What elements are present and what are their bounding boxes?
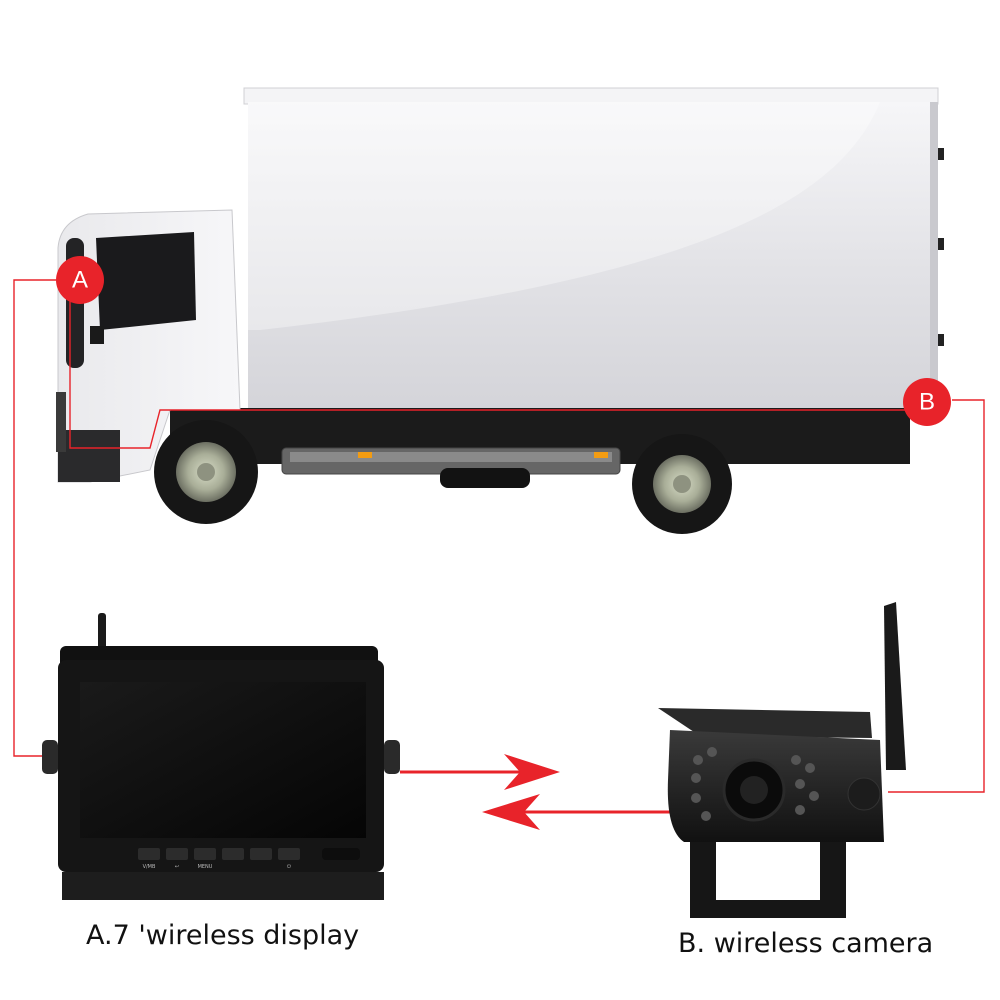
side-marker-lamp-rear (594, 452, 608, 458)
front-wheel (154, 420, 258, 524)
marker-a: A (56, 256, 104, 304)
camera-hood (658, 708, 872, 738)
ir-led (795, 805, 805, 815)
ir-window (322, 848, 360, 860)
mount-knob-right (384, 740, 400, 774)
monitor-button-label: V/MB (143, 864, 156, 870)
wire-cab-to-rear (69, 296, 905, 449)
monitor-button-label: ⏻ (287, 864, 291, 870)
monitor-button[interactable] (278, 848, 300, 860)
mount-bracket (62, 872, 384, 900)
ir-led (795, 779, 805, 789)
wiring (13, 279, 985, 793)
wireless-display: V/MB ↩ MENU ⏻ (42, 613, 400, 900)
monitor-button-label: MENU (198, 864, 213, 870)
chassis (170, 408, 910, 488)
rear-wheel (632, 434, 732, 534)
side-marker-lamp-front (358, 452, 372, 458)
camera-caption: B. wireless camera (678, 928, 934, 959)
monitor-button[interactable] (222, 848, 244, 860)
arrow-right-icon (400, 754, 560, 790)
antenna (884, 602, 906, 770)
ir-led (701, 811, 711, 821)
monitor-button-row: V/MB ↩ MENU ⏻ (138, 848, 360, 870)
marker-b: B (903, 378, 951, 426)
display-caption: A.7 'wireless display (86, 920, 360, 951)
monitor-button-label: ↩ (175, 864, 179, 870)
monitor-button[interactable] (194, 848, 216, 860)
svg-text:B: B (919, 389, 935, 416)
ir-led (707, 747, 717, 757)
monitor-button[interactable] (250, 848, 272, 860)
svg-text:A: A (72, 267, 88, 294)
monitor-screen (80, 682, 366, 838)
camera-bracket (690, 842, 846, 918)
side-knob (847, 777, 881, 811)
monitor-button[interactable] (166, 848, 188, 860)
ir-led (805, 763, 815, 773)
wire-a-to-display (13, 279, 56, 757)
monitor-button[interactable] (138, 848, 160, 860)
wireless-camera (658, 602, 906, 918)
truck (56, 87, 944, 534)
ir-led (791, 755, 801, 765)
mount-knob-left (42, 740, 58, 774)
arrow-left-icon (482, 794, 680, 830)
ir-led (809, 791, 819, 801)
ir-led (691, 793, 701, 803)
ir-led (693, 755, 703, 765)
wire-b-to-camera (888, 399, 985, 793)
ir-led (691, 773, 701, 783)
cargo-box (243, 87, 944, 410)
